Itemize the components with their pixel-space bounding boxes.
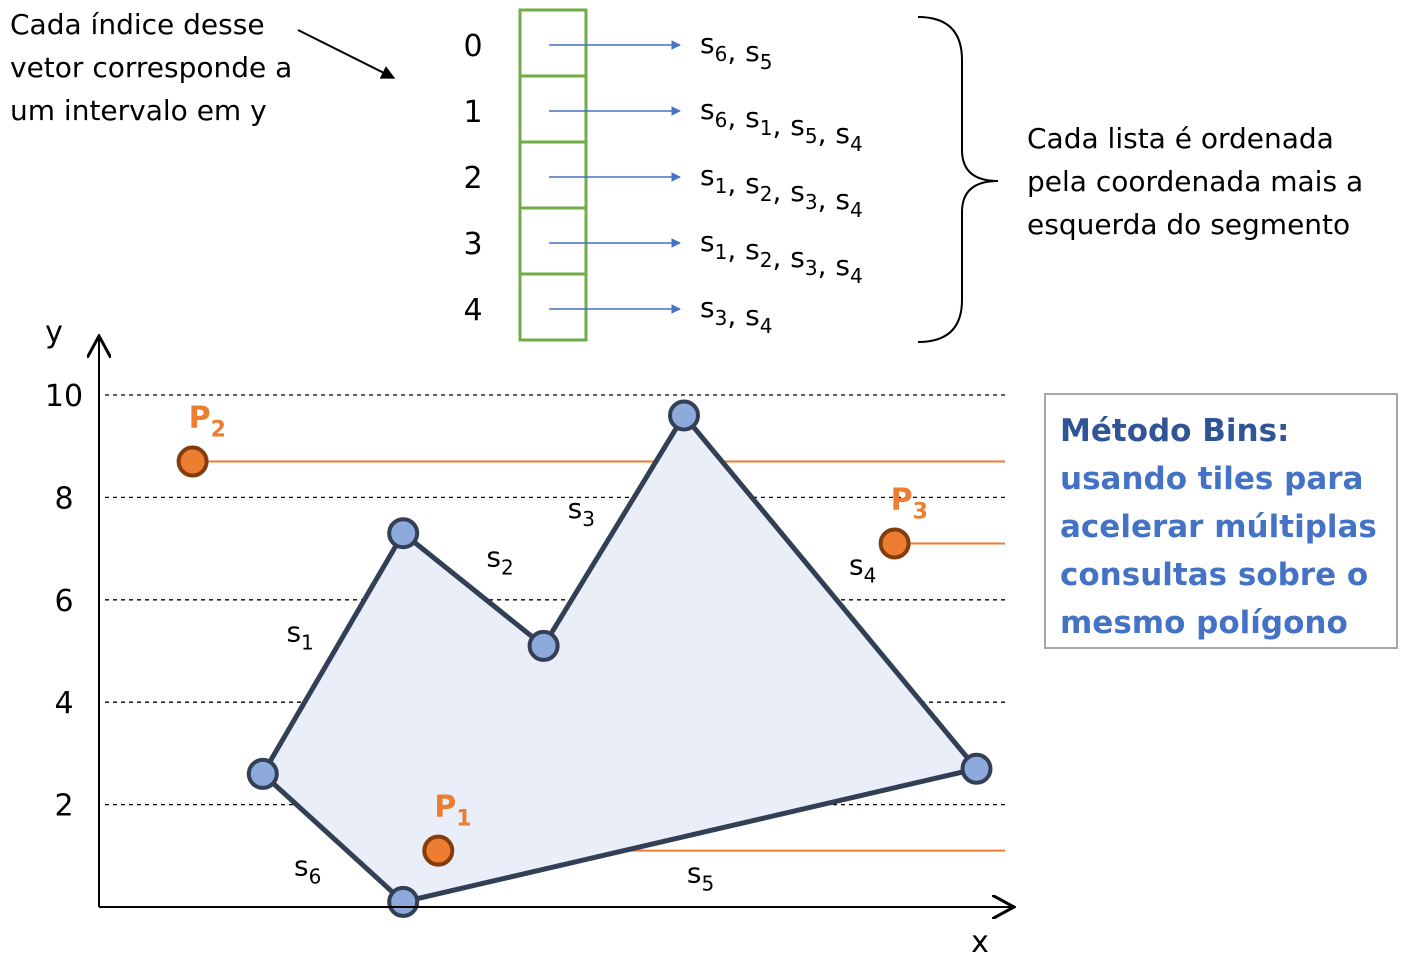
query-point-label: P2 (189, 401, 226, 443)
edge-label: s5 (687, 856, 714, 895)
bin-segment-list: s6, s5 (700, 27, 772, 74)
polygon-vertex (527, 629, 560, 662)
edge-label: s3 (568, 492, 595, 531)
x-axis-label: x (971, 925, 989, 960)
bin-cell (518, 140, 588, 210)
polygon-shape (260, 412, 979, 905)
polygon-vertex (960, 752, 993, 785)
list-order-note: Cada lista é ordenada pela coordenada ma… (1027, 122, 1364, 241)
note-pointer-arrow (297, 29, 396, 79)
bin-index: 4 (463, 293, 482, 328)
lists-brace (917, 16, 999, 343)
y-tick-label: 2 (54, 789, 73, 824)
bin-index-note: Cada índice desse vetor corresponde a um… (10, 8, 293, 127)
edge-label: s6 (294, 849, 321, 888)
y-tick-label: 4 (54, 686, 73, 721)
y-tick-label: 6 (54, 584, 73, 619)
query-point (422, 834, 455, 867)
bin-index: 1 (463, 95, 482, 130)
query-point-label: P3 (891, 482, 928, 524)
polygon-vertex (387, 885, 420, 918)
query-point (878, 527, 911, 560)
method-box: Método Bins: usando tiles para acelerar … (1044, 393, 1398, 649)
polygon-vertex (668, 399, 700, 432)
polygon-vertex (246, 757, 279, 790)
edge-label: s2 (486, 540, 513, 579)
method-description: usando tiles para acelerar múltiplas con… (1060, 461, 1377, 641)
method-title: Método Bins: (1060, 413, 1290, 449)
bin-index: 3 (463, 227, 482, 262)
bin-cell (518, 8, 588, 78)
bin-cell (518, 74, 588, 144)
bin-cell (518, 272, 588, 342)
y-axis-label: y (45, 315, 63, 350)
bin-segment-list: s1, s2, s3, s4 (700, 159, 863, 222)
bin-segment-list: s3, s4 (700, 291, 772, 338)
bin-cell (518, 206, 588, 276)
bin-segment-list: s6, s1, s5, s4 (700, 93, 863, 156)
bin-segment-list: s1, s2, s3, s4 (700, 225, 863, 288)
bin-index: 2 (463, 161, 482, 196)
y-tick-label: 8 (54, 481, 73, 516)
polygon-vertex (387, 517, 420, 550)
edge-label: s1 (286, 615, 313, 654)
query-point (176, 445, 209, 478)
bin-index: 0 (463, 29, 482, 64)
bins-vector: 0 s6, s5 1 s6, s1, s5, s4 2 s1, s2, s3, s4 3 s1… (463, 8, 863, 342)
polygon: s1 s2 s3 s4 s5 s6 (246, 399, 993, 918)
query-point-label: P1 (434, 790, 471, 832)
edge-label: s4 (849, 549, 876, 588)
y-tick-label: 10 (45, 379, 83, 414)
